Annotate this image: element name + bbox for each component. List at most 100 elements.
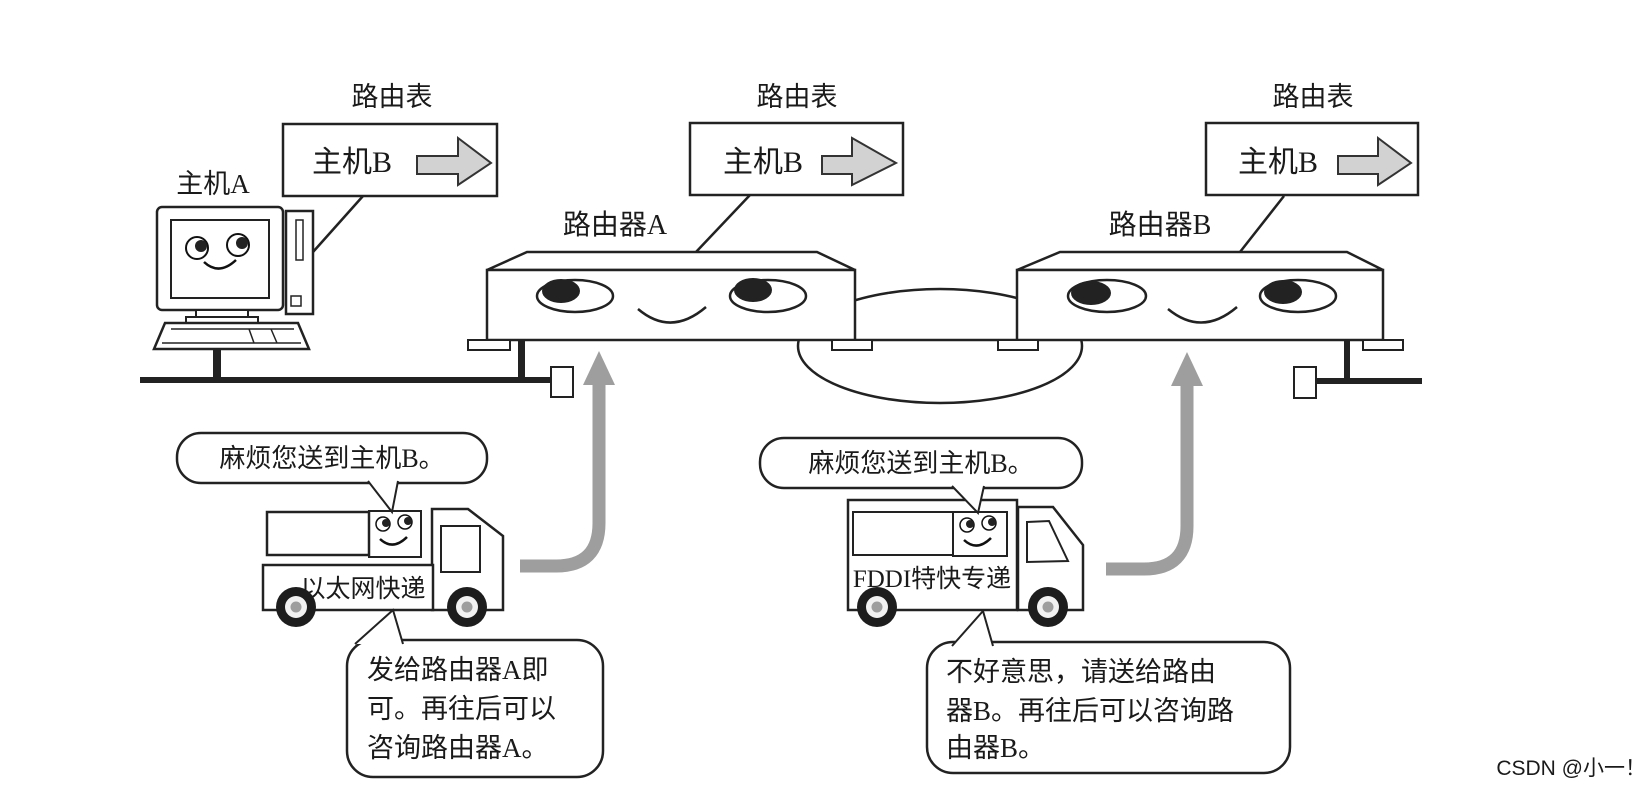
router-b-pupil-right bbox=[1264, 280, 1302, 304]
router-a-pupil-left bbox=[542, 279, 580, 303]
router-a-foot-left bbox=[467, 339, 511, 351]
ethernet-bus-right bbox=[1316, 378, 1422, 384]
routing-table-router-a-entry: 主机B bbox=[723, 146, 803, 179]
routing-table-router-b-arrow bbox=[1337, 135, 1413, 187]
bubble-tail-fill bbox=[368, 481, 398, 512]
host-a-tower bbox=[284, 209, 315, 316]
bubble-tail-fill bbox=[355, 610, 403, 644]
router-b-smile bbox=[1167, 306, 1238, 324]
router-a-face bbox=[535, 278, 808, 324]
routing-table-router-a-leader bbox=[695, 194, 751, 253]
reply-line-3: 由器B。 bbox=[946, 733, 1045, 763]
packet-arrow-to-router-b-path bbox=[1106, 383, 1194, 576]
fddi-truck-cargo-window bbox=[852, 511, 954, 556]
router-b-top-face bbox=[1016, 250, 1384, 272]
ethernet-terminator-right bbox=[1293, 366, 1317, 399]
wheel-hub bbox=[461, 601, 473, 613]
ethernet-terminator-left bbox=[550, 366, 574, 398]
host-a-monitor bbox=[155, 205, 285, 312]
routing-table-router-a-title: 路由表 bbox=[757, 82, 838, 112]
reply-line-3: 咨询路由器A。 bbox=[367, 733, 549, 763]
routing-table-router-a: 路由表 主机B bbox=[688, 82, 905, 253]
host-a-monitor-stand bbox=[195, 309, 249, 318]
ethernet-bus-left bbox=[140, 377, 553, 383]
ethernet-truck: 以太网快递 bbox=[261, 507, 505, 627]
host-a-face bbox=[185, 233, 250, 270]
router-b-foot-right bbox=[1362, 339, 1404, 351]
router-b-label: 路由器B bbox=[1109, 209, 1212, 241]
bubble-tail-fill bbox=[952, 611, 993, 646]
ethernet-segment-left bbox=[140, 341, 574, 398]
routing-table-router-b-entry: 主机B bbox=[1238, 146, 1318, 179]
host-a: 主机A bbox=[152, 169, 315, 378]
ethernet-truck-pupil-right bbox=[404, 517, 412, 525]
host-a-pupil-right bbox=[236, 237, 248, 249]
fddi-truck: FDDI特快专递 bbox=[846, 498, 1085, 627]
bubble-tail-stroke bbox=[367, 480, 399, 515]
router-a-smile bbox=[637, 306, 707, 324]
routing-table-host-a-leader bbox=[312, 195, 364, 253]
ethernet-truck-wheels bbox=[276, 587, 487, 627]
fddi-truck-pupil-right bbox=[988, 518, 996, 526]
bubble-tail-stroke bbox=[354, 608, 404, 645]
routing-table-router-a-arrow bbox=[821, 136, 899, 187]
router-a: 路由器A bbox=[467, 209, 873, 351]
fddi-truck-face bbox=[959, 515, 997, 547]
host-a-tower-button bbox=[290, 295, 302, 307]
packet-arrow-to-router-a-head bbox=[583, 351, 615, 385]
host-a-smile bbox=[203, 259, 237, 270]
watermark: CSDN @小一！ bbox=[1496, 757, 1646, 780]
fddi-truck-wheels bbox=[857, 587, 1068, 627]
fddi-ring bbox=[796, 287, 1084, 405]
router-a-pupil-right bbox=[734, 278, 772, 302]
host-a-keyboard bbox=[152, 321, 311, 351]
reply-line-2: 可。再往后可以 bbox=[367, 694, 556, 724]
ethernet-truck-face-panel bbox=[368, 510, 422, 558]
host-a-screen bbox=[170, 219, 270, 299]
router-a-drop-line bbox=[518, 341, 525, 379]
ethernet-truck-smile bbox=[379, 536, 408, 546]
wheel-hub bbox=[871, 601, 883, 613]
bubble-outline bbox=[925, 640, 1292, 775]
host-a-keyboard-keys bbox=[162, 328, 301, 344]
fddi-truck-smile bbox=[963, 537, 992, 547]
fddi-truck-request-text: 麻烦您送到主机B。 bbox=[808, 449, 1033, 478]
ethernet-truck-request-text: 麻烦您送到主机B。 bbox=[219, 444, 444, 473]
bubble-tail-fill bbox=[952, 486, 984, 513]
routing-table-host-a-entry: 主机B bbox=[312, 146, 392, 179]
bubble-tail-stroke bbox=[951, 608, 994, 647]
fddi-truck-request-bubble: 麻烦您送到主机B。 bbox=[758, 436, 1084, 516]
ethernet-truck-request-bubble: 麻烦您送到主机B。 bbox=[175, 431, 489, 515]
routing-table-host-a-title: 路由表 bbox=[352, 82, 433, 112]
router-b-pupil-left bbox=[1071, 281, 1111, 305]
routing-table-host-a: 路由表 主机B bbox=[281, 82, 499, 253]
host-a-pedestal bbox=[213, 349, 221, 378]
bubble-outline bbox=[175, 431, 489, 485]
ethernet-truck-face bbox=[375, 514, 413, 546]
host-a-pupil-left bbox=[195, 240, 207, 252]
packet-arrow-to-router-b-head bbox=[1171, 352, 1203, 386]
fddi-truck-windshield bbox=[1026, 519, 1070, 564]
wheel-hub bbox=[290, 601, 302, 613]
fddi-truck-face-panel bbox=[952, 511, 1008, 557]
fddi-truck-reply-bubble: 不好意思，请送给路由 器B。再往后可以咨询路 由器B。 bbox=[925, 608, 1292, 775]
reply-line-1: 发给路由器A即 bbox=[367, 655, 549, 685]
ethernet-truck-pupil-left bbox=[382, 519, 390, 527]
packet-arrow-to-router-b bbox=[1106, 352, 1203, 576]
router-a-top-face bbox=[486, 250, 856, 272]
packet-arrow-to-router-a-path bbox=[520, 382, 606, 573]
ethernet-truck-windshield bbox=[440, 525, 481, 573]
wheel-hub bbox=[1042, 601, 1054, 613]
ethernet-truck-side-label: 以太网快递 bbox=[300, 575, 425, 603]
ethernet-segment-right bbox=[1293, 341, 1422, 399]
bubble-outline bbox=[345, 638, 605, 779]
host-a-label: 主机A bbox=[176, 169, 250, 199]
ethernet-truck-cargo bbox=[265, 510, 371, 557]
ethernet-truck-reply-bubble: 发给路由器A即 可。再往后可以 咨询路由器A。 bbox=[345, 608, 605, 779]
routing-table-router-b-leader bbox=[1239, 195, 1285, 253]
bubble-tail-stroke bbox=[951, 485, 985, 516]
routing-table-router-b-title: 路由表 bbox=[1273, 82, 1354, 112]
reply-line-2: 器B。再往后可以咨询路 bbox=[946, 696, 1234, 726]
